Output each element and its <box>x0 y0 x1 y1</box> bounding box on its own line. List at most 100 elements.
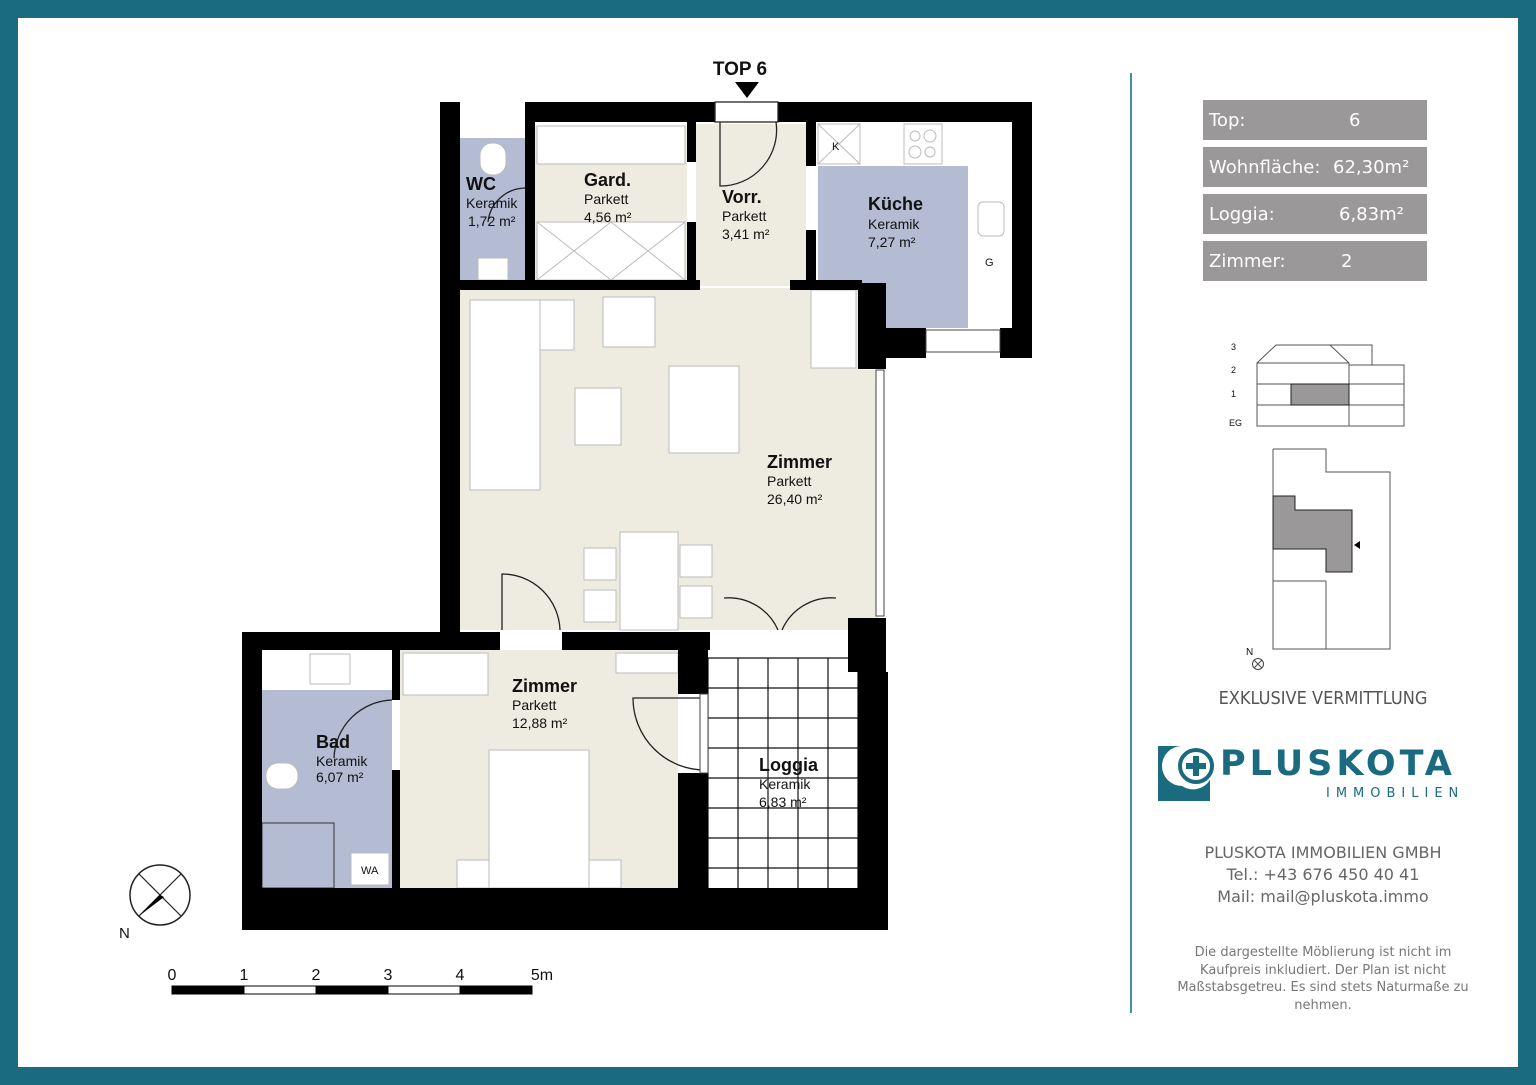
scale-tick-label: 1 <box>240 967 249 984</box>
doors <box>333 101 837 771</box>
highlighted-unit <box>1290 383 1350 406</box>
wc-basin <box>477 257 509 281</box>
summary-value: 2 <box>1341 251 1353 272</box>
wall <box>440 102 460 632</box>
entrance-door-swing <box>719 121 778 187</box>
scale-segment <box>243 985 317 995</box>
room-label-bad: Bad Keramik 6,07 m² <box>316 732 368 785</box>
furniture <box>261 123 1005 889</box>
svg-text:Keramik: Keramik <box>868 216 920 232</box>
room-label-zimmer-wohn: Zimmer Parkett 26,40 m² <box>767 452 832 507</box>
stove-burner <box>909 130 921 142</box>
unit-label: TOP 6 <box>713 59 767 80</box>
nightstand <box>588 859 622 889</box>
svg-text:Zimmer: Zimmer <box>512 676 577 696</box>
floor-plan: TOP 6 WC Keramik 1,72 m² Gard. Parkett 4… <box>119 59 1032 995</box>
svg-text:Keramik: Keramik <box>316 753 368 769</box>
svg-text:WC: WC <box>466 174 496 194</box>
wall <box>242 632 500 650</box>
company-contact: PLUSKOTA IMMOBILIEN GMBH Tel.: +43 676 4… <box>1148 842 1498 908</box>
company-phone[interactable]: Tel.: +43 676 450 40 41 <box>1226 865 1420 884</box>
summary-label: Zimmer: <box>1209 251 1286 272</box>
wall <box>790 280 862 290</box>
side-cabinet <box>810 289 857 369</box>
wall <box>806 230 816 290</box>
wall <box>525 122 535 282</box>
stove-burner <box>908 145 922 159</box>
svg-text:6,07 m²: 6,07 m² <box>316 769 364 785</box>
svg-text:7,27 m²: 7,27 m² <box>868 234 916 250</box>
scale-tick-label: 5m <box>531 967 553 984</box>
highlighted-unit-plan <box>1272 495 1353 573</box>
wardrobe-bottom <box>536 221 686 281</box>
wall <box>806 122 816 166</box>
company-logo: PLUSKOTA IMMOBILIEN <box>1158 744 1488 806</box>
logo-plus-icon <box>1158 746 1214 801</box>
company-name: PLUSKOTA IMMOBILIEN GMBH <box>1204 843 1442 862</box>
wall <box>392 650 400 700</box>
bath-toilet <box>265 762 299 790</box>
summary-label: Wohnfläche: <box>1209 157 1321 178</box>
wc-toilet <box>479 142 507 176</box>
wall <box>858 672 888 888</box>
chair <box>583 589 617 623</box>
wall <box>525 102 715 122</box>
wardrobe-cross <box>536 221 612 281</box>
wall <box>460 280 700 290</box>
summary-row-top: Top: 6 <box>1203 100 1427 140</box>
summary-label: Loggia: <box>1209 204 1275 225</box>
floor-label: 1 <box>1231 389 1236 399</box>
room-label-gard: Gard. Parkett 4,56 m² <box>584 170 632 225</box>
wardrobe-cross <box>610 221 686 281</box>
svg-text:Zimmer: Zimmer <box>767 452 832 472</box>
nightstand <box>456 859 490 889</box>
exclusive-label: EXKLUSIVE VERMITTLUNG <box>1218 688 1428 709</box>
svg-text:3,41 m²: 3,41 m² <box>722 226 770 242</box>
floor-label: EG <box>1229 418 1242 428</box>
floor-zimmer-wohn-ext <box>858 370 878 630</box>
location-diagram: 3 2 1 EG N <box>1229 342 1405 658</box>
wall <box>687 222 696 282</box>
svg-text:26,40 m²: 26,40 m² <box>767 491 823 507</box>
chair <box>679 544 713 578</box>
walls <box>242 102 1032 930</box>
scale-tick-label: 4 <box>456 967 465 984</box>
entrance-marker-icon <box>1354 541 1360 549</box>
svg-text:Keramik: Keramik <box>466 195 518 211</box>
room-label-loggia: Loggia Keramik 6,83 m² <box>759 755 819 810</box>
dining-table <box>619 531 679 631</box>
floor-label: 2 <box>1231 365 1236 375</box>
wardrobe-bedroom <box>402 652 489 696</box>
bath-sink <box>309 653 351 685</box>
summary-value: 6,83m² <box>1339 204 1404 225</box>
floor-vorr <box>696 124 806 286</box>
svg-text:4,56 m²: 4,56 m² <box>584 209 632 225</box>
coffee-table <box>574 387 622 446</box>
scale-tick-label: 0 <box>168 967 177 984</box>
scale-segment <box>459 985 533 995</box>
wall <box>886 328 926 358</box>
divider <box>1130 73 1132 1013</box>
sofa-2 <box>668 365 740 454</box>
wall <box>1000 328 1032 358</box>
kitchen-k-label: K <box>832 141 840 153</box>
wall <box>242 632 262 930</box>
summary-row-loggia: Loggia: 6,83m² <box>1203 194 1427 234</box>
stove-burner <box>924 146 936 158</box>
wall <box>562 632 710 650</box>
scale-tick-label: 3 <box>384 967 393 984</box>
wall <box>778 102 1032 122</box>
company-mail[interactable]: Mail: mail@pluskota.immo <box>1217 887 1429 906</box>
svg-text:Keramik: Keramik <box>759 776 811 792</box>
bad-door-swing <box>333 699 393 759</box>
summary-row-zimmer: Zimmer: 2 <box>1203 241 1427 281</box>
logo-sub-text: IMMOBILIEN <box>1326 786 1465 801</box>
wall <box>678 773 708 903</box>
wc-door-swing <box>487 187 526 223</box>
loggia-double-door <box>723 597 837 631</box>
entrance-arrow-icon <box>735 82 759 98</box>
windows <box>699 329 1001 774</box>
window <box>925 329 1001 353</box>
room-label-wc: WC Keramik 1,72 m² <box>466 174 518 229</box>
